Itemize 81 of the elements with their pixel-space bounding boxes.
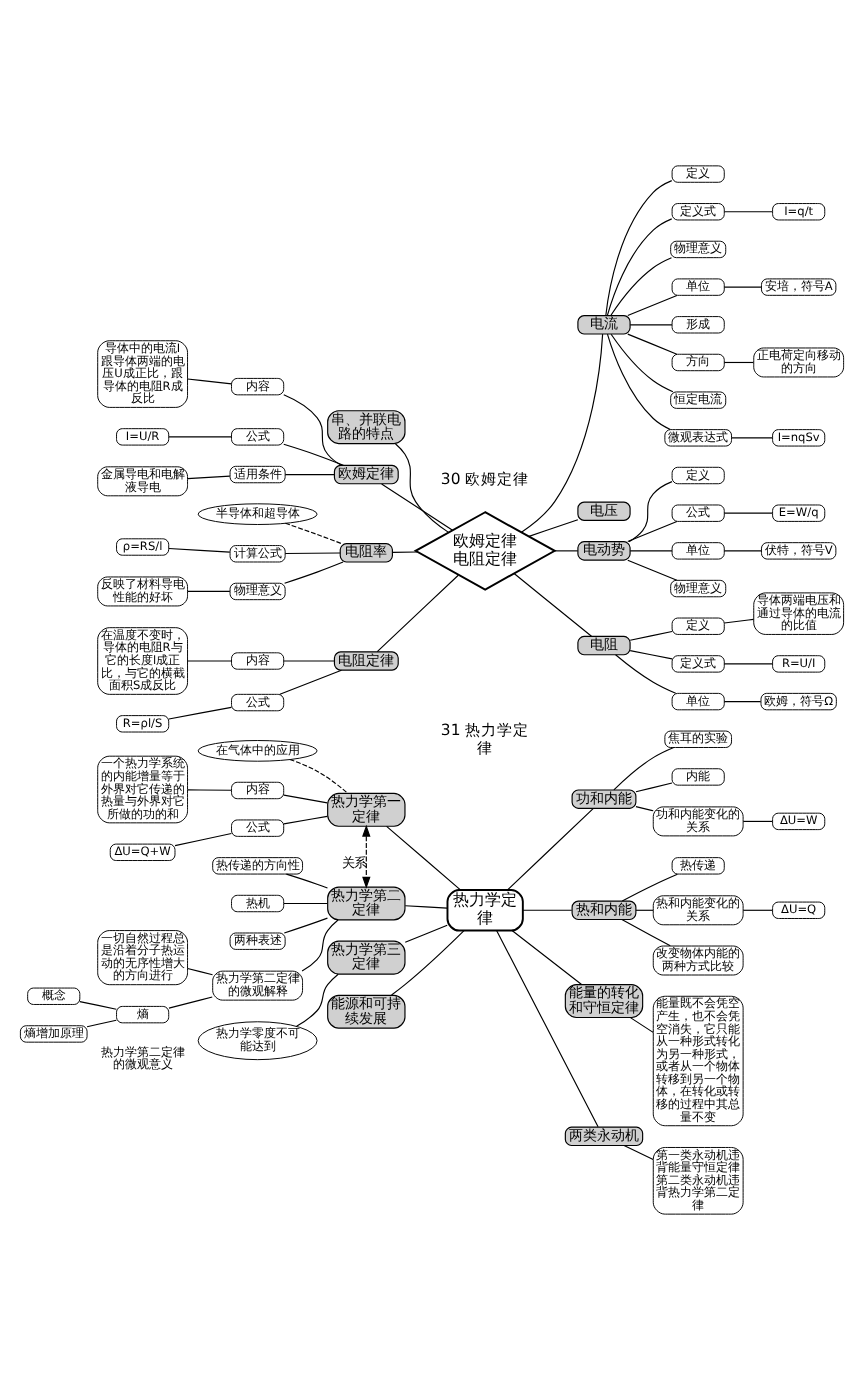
connector [381, 482, 454, 530]
connector [283, 442, 344, 465]
connector [284, 551, 341, 554]
connector [528, 518, 579, 536]
connector [522, 908, 573, 910]
node-box: 热力学定律 [446, 888, 524, 931]
connector [296, 972, 339, 1026]
connector [279, 668, 342, 694]
connector [187, 589, 231, 592]
connector [283, 793, 328, 803]
connector [187, 966, 214, 975]
connector [174, 831, 232, 846]
connector [742, 819, 774, 821]
connector [283, 901, 328, 904]
connector [629, 549, 673, 551]
connector [742, 908, 774, 910]
connector [496, 929, 599, 1127]
connector [283, 916, 328, 933]
connector [285, 872, 329, 888]
connector [723, 700, 762, 702]
connector [168, 705, 232, 719]
connector [86, 1018, 117, 1027]
connector [606, 332, 671, 430]
connector [629, 629, 673, 640]
connector [627, 519, 678, 542]
connector [289, 757, 349, 793]
connector [187, 659, 233, 661]
connector [605, 179, 673, 315]
connector [623, 1144, 654, 1160]
connector [635, 781, 673, 792]
connector [723, 285, 763, 287]
connector [723, 549, 763, 551]
connector [627, 293, 678, 316]
connector [187, 474, 231, 479]
connector [635, 805, 654, 811]
connector [606, 217, 673, 315]
connector [627, 558, 678, 580]
arrow [362, 823, 371, 888]
connector [376, 573, 459, 652]
connector [554, 549, 579, 551]
connector [168, 546, 231, 552]
connector [284, 560, 344, 583]
connector [507, 806, 594, 890]
connector [629, 323, 673, 325]
connector [284, 521, 343, 544]
connector [615, 653, 677, 693]
connector [627, 332, 678, 354]
connector [621, 872, 678, 901]
connector [386, 824, 461, 890]
connector [283, 393, 342, 465]
connector [391, 929, 465, 995]
connector [168, 435, 232, 437]
connector [187, 377, 233, 384]
connector [520, 332, 604, 532]
connector [731, 436, 773, 438]
connector [168, 995, 213, 1008]
connector [629, 649, 673, 659]
connector [628, 480, 673, 542]
connector [723, 617, 755, 623]
connector [283, 814, 328, 824]
connector [513, 571, 593, 636]
connector [723, 360, 755, 363]
connector [301, 918, 339, 971]
connector [404, 923, 448, 942]
connector [621, 917, 671, 946]
connector [394, 442, 450, 532]
connector [284, 472, 335, 475]
connector [511, 929, 583, 984]
connector [187, 788, 233, 790]
connector [610, 332, 674, 392]
connector [723, 210, 773, 212]
connector [404, 904, 448, 908]
connector [283, 659, 335, 661]
connector [723, 511, 773, 513]
connector [79, 1000, 117, 1009]
connector [629, 1016, 654, 1032]
connector [613, 745, 675, 790]
node-diamond: 欧姆定律电阻定律 [413, 510, 557, 590]
connector [723, 662, 773, 664]
connector [392, 550, 418, 552]
connector [610, 256, 673, 316]
